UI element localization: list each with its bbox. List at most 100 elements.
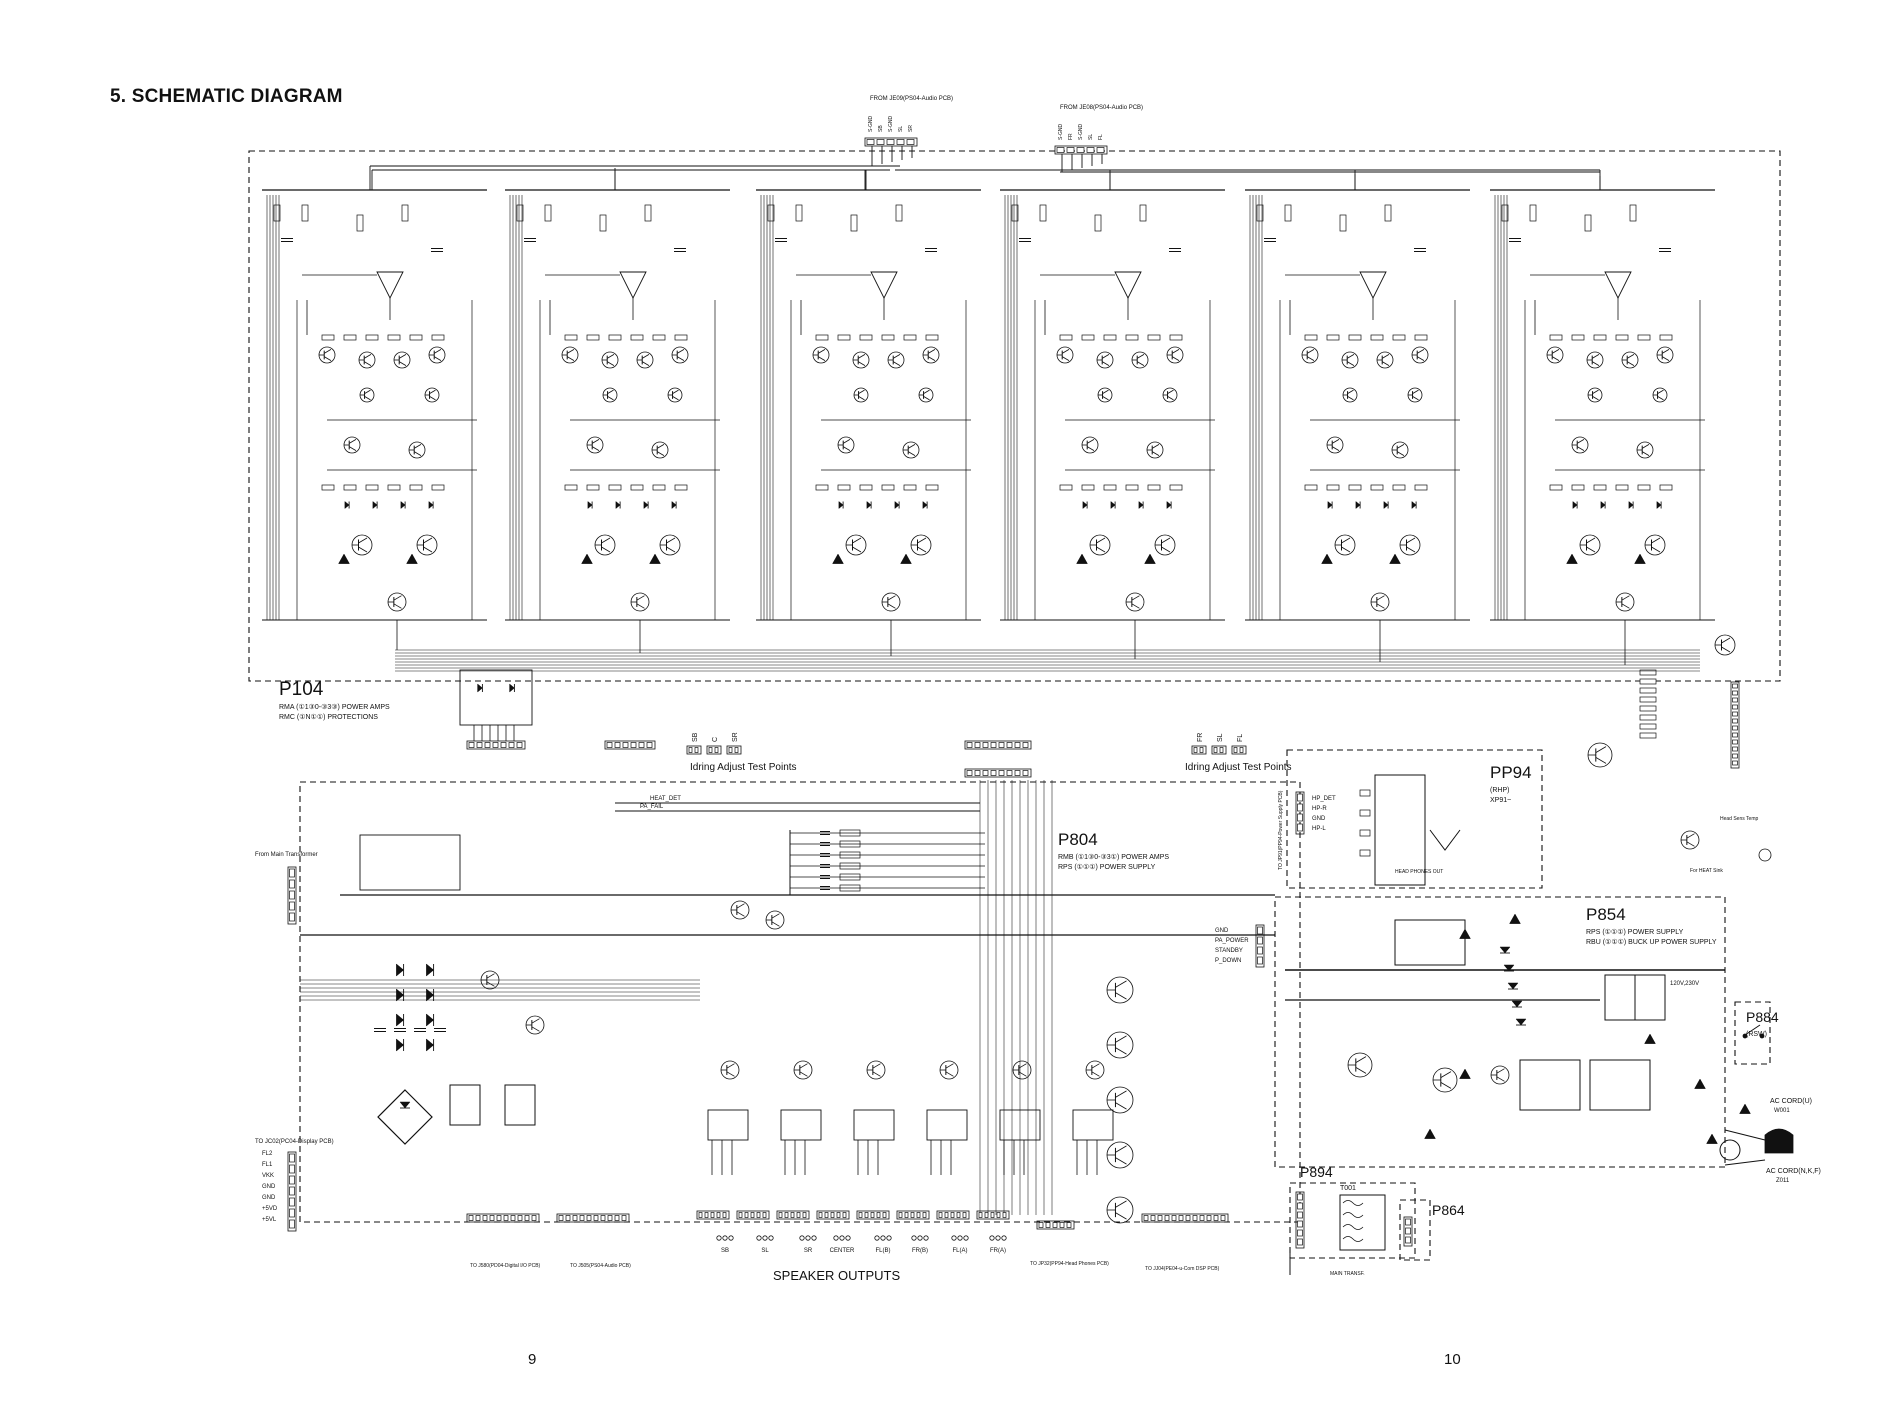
connector-pin xyxy=(289,1208,295,1218)
output-transistor xyxy=(1399,534,1421,556)
diode xyxy=(426,1038,435,1052)
connector-housing xyxy=(1211,745,1227,755)
resistor xyxy=(431,334,445,341)
transistor xyxy=(1301,346,1319,364)
capacitor xyxy=(281,238,293,242)
connector-pin xyxy=(1143,1215,1149,1221)
speaker-group-label: FL(B) xyxy=(876,1248,891,1254)
capacitor xyxy=(820,875,830,879)
connector-pin xyxy=(1056,147,1065,153)
ps-pin-label: P_DOWN xyxy=(1215,958,1241,964)
resistor xyxy=(881,484,895,491)
connector-pin xyxy=(1185,1215,1191,1221)
connector-housing xyxy=(1730,681,1740,769)
transistor-collector xyxy=(1171,349,1180,354)
transformer-winding xyxy=(1342,1236,1364,1242)
pin-label: S-GND xyxy=(888,116,894,133)
capacitor xyxy=(820,886,830,890)
resistor xyxy=(564,334,578,341)
diode-body xyxy=(428,500,434,510)
connector-housing xyxy=(736,1210,770,1220)
ps-pin-label: PA_POWER xyxy=(1215,938,1249,944)
connector-pin xyxy=(622,742,629,748)
connector-pin xyxy=(1002,1212,1007,1218)
transistor-emitter xyxy=(1347,396,1354,401)
connector-pin xyxy=(990,770,997,776)
transistor-emitter xyxy=(1641,451,1650,456)
diode xyxy=(1166,500,1172,510)
connector-pin xyxy=(1150,1215,1156,1221)
transistor-collector xyxy=(1347,389,1354,394)
transistor-emitter xyxy=(433,356,442,361)
transistor-emitter xyxy=(1091,1071,1100,1077)
diode-body xyxy=(396,988,404,1002)
transistor-collector xyxy=(1115,1035,1127,1043)
resistor xyxy=(1081,334,1095,341)
resistor xyxy=(859,334,873,341)
diode xyxy=(643,500,649,510)
transistor xyxy=(1680,830,1700,850)
connector-pin xyxy=(621,1215,627,1221)
capacitor xyxy=(820,864,830,868)
transistor xyxy=(1342,387,1358,403)
transistor-emitter xyxy=(1171,356,1180,361)
transistor xyxy=(730,900,750,920)
transistor xyxy=(651,441,669,459)
connector-speaker xyxy=(896,1210,930,1220)
transistor-collector xyxy=(676,349,685,354)
connector-pin xyxy=(704,1212,709,1218)
diode xyxy=(372,500,378,510)
transistor-emitter xyxy=(1136,361,1145,366)
connector-protection xyxy=(466,740,526,750)
speaker-group-label: FR(B) xyxy=(912,1248,928,1254)
speaker-terminal xyxy=(762,1235,768,1241)
transistor xyxy=(1131,351,1149,369)
transistor-collector xyxy=(1651,537,1661,544)
transistor-collector xyxy=(1641,444,1650,449)
label-headphones-out: HEAD PHONES OUT xyxy=(1395,869,1443,875)
connector-housing xyxy=(706,745,722,755)
transistor-emitter xyxy=(607,396,614,401)
diode-body xyxy=(1515,1018,1527,1026)
transistor xyxy=(1125,592,1145,612)
diode xyxy=(1327,500,1333,510)
boundary-p104 xyxy=(248,150,1781,682)
resistor xyxy=(881,334,895,341)
diode-body xyxy=(643,500,649,510)
amplifier-channels xyxy=(262,165,1715,665)
connector-pin xyxy=(744,1212,749,1218)
transistor-collector xyxy=(1102,389,1109,394)
transistor xyxy=(359,387,375,403)
diode-body xyxy=(838,500,844,510)
connector-pin xyxy=(646,742,653,748)
transistor-emitter xyxy=(1595,757,1607,764)
pin-label: SL xyxy=(898,126,904,132)
speaker-group-label: SB xyxy=(721,1248,729,1254)
transistor-emitter xyxy=(858,396,865,401)
transistor-collector xyxy=(1101,354,1110,359)
transistor xyxy=(636,351,654,369)
resistor xyxy=(343,484,357,491)
transistor-collector xyxy=(736,903,745,909)
connector-pin xyxy=(1732,690,1738,696)
resistor xyxy=(1414,484,1428,491)
transistor-collector xyxy=(872,1063,881,1069)
resistor xyxy=(1571,334,1585,341)
transistor xyxy=(1432,1067,1458,1093)
connector-pin xyxy=(1213,1215,1219,1221)
connector-pin xyxy=(531,1215,537,1221)
transistor xyxy=(1490,1065,1510,1085)
connector-pin xyxy=(1006,770,1013,776)
diode-body xyxy=(426,1038,434,1052)
resistor xyxy=(1370,484,1384,491)
connector-pin xyxy=(489,1215,495,1221)
diode-body xyxy=(1507,982,1519,990)
transistor xyxy=(671,346,689,364)
transformer-winding xyxy=(1342,1212,1364,1218)
diode-body xyxy=(396,963,404,977)
relay-component xyxy=(359,834,461,891)
board-subtitle: RPS (①①①) POWER SUPPLY xyxy=(1058,863,1156,871)
transistor-emitter xyxy=(1331,446,1340,451)
relay-component xyxy=(459,669,533,726)
